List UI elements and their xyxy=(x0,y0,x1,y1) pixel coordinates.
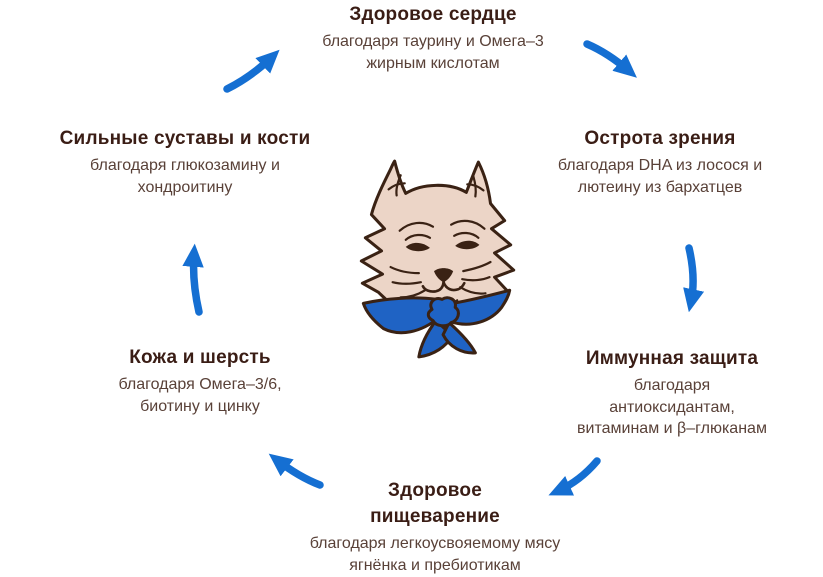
cat-nose xyxy=(433,268,454,283)
cat-whisker xyxy=(389,265,420,275)
flow-arrow-immunity-to-digestion xyxy=(548,457,601,496)
bandana-wing-right xyxy=(444,288,512,326)
benefit-subtitle: благодаря легкоусвояемому мясу ягнёнка и… xyxy=(309,535,561,574)
cat-brow xyxy=(404,233,432,241)
benefit-subtitle: благодаря антиоксидантам, витаминам и β–… xyxy=(577,377,767,437)
cat-brow xyxy=(453,231,480,239)
cat-ear-detail xyxy=(387,182,406,191)
benefit-subtitle: благодаря глюкозамину и хондроитину xyxy=(90,157,280,196)
bandana-tail-right xyxy=(441,321,477,355)
benefit-title: Здоровое сердце xyxy=(349,4,517,25)
benefit-title: Острота зрения xyxy=(584,128,736,149)
cat-bandana xyxy=(361,288,512,359)
flow-arrow-skin-to-joints xyxy=(182,243,204,316)
benefit-node-skin: Кожа и шерсть благодаря Омега–3/6, биоти… xyxy=(85,345,315,417)
benefit-subtitle: благодаря Омега–3/6, биотину и цинку xyxy=(118,376,282,415)
benefit-node-heart: Здоровое сердце благодаря таурину и Омег… xyxy=(288,2,578,74)
benefit-subtitle: благодаря таурину и Омега–3 жирным кисло… xyxy=(322,33,544,72)
flow-arrow-joints-to-heart xyxy=(223,49,280,93)
cat-mascot-illustration xyxy=(359,159,516,359)
flow-arrow-heart-to-vision xyxy=(583,40,637,78)
cat-whisker xyxy=(391,281,422,285)
benefit-subtitle: благодаря DHA из лосося и лютеину из бар… xyxy=(557,157,763,196)
cat-mouth xyxy=(442,280,466,292)
cat-brow xyxy=(398,221,435,232)
benefit-node-vision: Острота зрения благодаря DHA из лосося и… xyxy=(535,126,785,198)
cat-brow xyxy=(450,219,486,230)
flow-arrow-vision-to-immunity xyxy=(683,244,705,313)
benefit-title: Кожа и шерсть xyxy=(129,347,271,368)
benefit-title: Сильные суставы и кости xyxy=(59,128,311,149)
cat-eye-left xyxy=(405,242,430,252)
cat-whisker xyxy=(459,286,487,295)
benefit-node-digestion: Здоровое пищеварение благодаря легкоусво… xyxy=(285,478,585,576)
cat-eye-right xyxy=(455,240,480,250)
benefit-title: Иммунная защита xyxy=(585,348,759,369)
cat-mouth xyxy=(421,280,445,293)
bandana-knot xyxy=(426,296,460,328)
cat-whisker xyxy=(462,260,492,273)
benefit-title: Здоровое пищеварение xyxy=(370,480,500,527)
flow-arrow-digestion-to-skin xyxy=(268,453,324,489)
benefit-node-joints: Сильные суставы и кости благодаря глюкоз… xyxy=(35,126,335,198)
cat-whisker xyxy=(461,276,491,282)
cat-ear-detail xyxy=(466,183,485,192)
bandana-wing-left xyxy=(361,296,441,335)
benefit-node-immunity: Иммунная защита благодаря антиоксидантам… xyxy=(557,346,787,440)
